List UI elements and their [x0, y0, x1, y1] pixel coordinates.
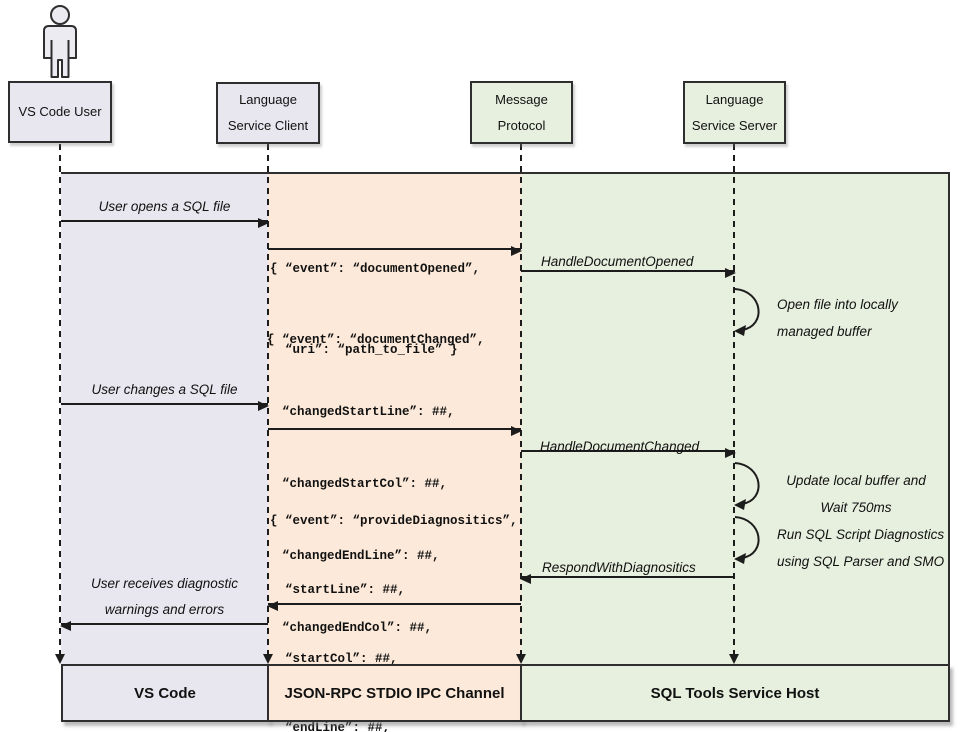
- lane-sql-tools-host: [521, 172, 950, 665]
- footer-box-sql-tools-host: SQL Tools Service Host: [520, 664, 950, 722]
- arrowhead-left: [267, 601, 278, 611]
- footer-label: VS Code: [134, 684, 196, 702]
- actor-label: Language: [705, 91, 764, 107]
- arrow-provide-diagnostics-message: [267, 601, 521, 611]
- label-user-receives-diagnostics: User receives diagnostic warnings and er…: [61, 571, 268, 623]
- note-open-file-locally: Open file into locally managed buffer: [777, 291, 898, 345]
- arrowhead-right: [511, 426, 522, 436]
- user-actor-icon: [43, 5, 77, 78]
- actor-label: VS Code User: [18, 104, 102, 119]
- payload-document-opened: { “event”: “documentOpened”, “uri”: “pat…: [270, 202, 480, 418]
- payload-line: “changedStartLine”: ##,: [267, 405, 455, 419]
- lifeline-message-protocol: [520, 144, 522, 655]
- payload-line: “endLine”: ##,: [270, 721, 391, 732]
- payload-line: { “event”: “documentChanged”,: [267, 333, 485, 347]
- actor-label: Service Server: [691, 117, 778, 133]
- label-handle-document-changed: HandleDocumentChanged: [540, 439, 700, 454]
- lifeline-service-server: [733, 144, 735, 655]
- arrow-handle-document-opened: [521, 268, 736, 278]
- footer-box-json-rpc-channel: JSON-RPC STDIO IPC Channel: [267, 664, 522, 722]
- arrow-document-opened-message: [268, 246, 522, 256]
- payload-line: { “event”: “provideDiagnositics”,: [270, 514, 518, 528]
- arrow-respond-with-diagnostics: [520, 574, 735, 584]
- note-line: Open file into locally: [777, 297, 898, 312]
- label-user-changes-sql-file: User changes a SQL file: [91, 382, 238, 397]
- note-line: Run SQL Script Diagnostics: [777, 527, 945, 542]
- actor-box-language-service-client: Language Service Client: [216, 82, 320, 144]
- actor-box-vs-code-user: VS Code User: [8, 81, 112, 143]
- note-line: managed buffer: [777, 324, 872, 339]
- self-loop-update-buffer: [734, 462, 760, 510]
- lifeline-arrowhead: [516, 654, 526, 664]
- self-loop-open-file: [734, 288, 760, 336]
- lifeline-arrowhead: [55, 654, 65, 664]
- arrow-document-changed-message: [268, 426, 522, 436]
- note-line: Update local buffer and: [786, 473, 926, 488]
- payload-provide-diagnostics: { “event”: “provideDiagnositics”, “start…: [270, 464, 518, 732]
- arrow-user-receives-diagnostics: [60, 621, 268, 631]
- note-line: Wait 750ms: [820, 500, 892, 515]
- arrowhead-right: [258, 218, 269, 228]
- self-loop-run-diagnostics: [734, 516, 760, 564]
- actor-label: Service Client: [227, 118, 309, 133]
- label-user-opens-sql-file: User opens a SQL file: [98, 199, 231, 214]
- arrow-user-changes-sql-file: [61, 401, 269, 411]
- payload-line: “changedEndCol”: ##,: [267, 621, 433, 635]
- footer-box-vs-code: VS Code: [61, 664, 269, 722]
- payload-line: “uri”: “path_to_file” }: [270, 343, 458, 357]
- arrowhead-right: [725, 268, 736, 278]
- lifeline-arrowhead: [729, 654, 739, 664]
- payload-line: “changedEndLine”: ##,: [267, 549, 440, 563]
- arrow-handle-document-changed: [521, 448, 736, 458]
- label-handle-document-opened: HandleDocumentOpened: [541, 254, 694, 269]
- arrowhead-left: [60, 621, 71, 631]
- arrowhead-right: [258, 401, 269, 411]
- payload-line: { “event”: “documentOpened”,: [270, 262, 481, 276]
- payload-line: “startCol”: ##,: [270, 652, 398, 666]
- actor-box-message-protocol: Message Protocol: [470, 81, 573, 144]
- arrowhead-left: [520, 574, 531, 584]
- note-line: using SQL Parser and SMO: [777, 554, 945, 569]
- note-run-sql-diagnostics: Run SQL Script Diagnostics using SQL Par…: [777, 521, 944, 575]
- note-update-buffer-wait: Update local buffer and Wait 750ms: [770, 467, 942, 521]
- lifeline-arrowhead: [263, 654, 273, 664]
- lifeline-vs-code-user: [59, 144, 61, 655]
- lane-json-rpc-channel: [268, 172, 521, 665]
- actor-label: Message: [495, 91, 548, 107]
- lifeline-service-client: [267, 144, 269, 655]
- actor-label: Protocol: [497, 117, 546, 133]
- arrowhead-right: [511, 246, 522, 256]
- payload-line: “startLine”: ##,: [270, 583, 406, 597]
- arrow-user-opens-sql-file: [61, 218, 269, 228]
- payload-line: “changedStartCol”: ##,: [267, 477, 448, 491]
- arrowhead-right: [725, 448, 736, 458]
- label-respond-with-diagnostics: RespondWithDiagnositics: [542, 560, 696, 575]
- footer-label: JSON-RPC STDIO IPC Channel: [284, 684, 505, 702]
- label-line: User receives diagnostic: [90, 576, 239, 591]
- footer-label: SQL Tools Service Host: [650, 684, 820, 702]
- actor-label: Language: [239, 92, 297, 107]
- lane-vs-code: [61, 172, 268, 665]
- actor-box-language-service-server: Language Service Server: [683, 81, 786, 144]
- label-line: warnings and errors: [104, 602, 225, 617]
